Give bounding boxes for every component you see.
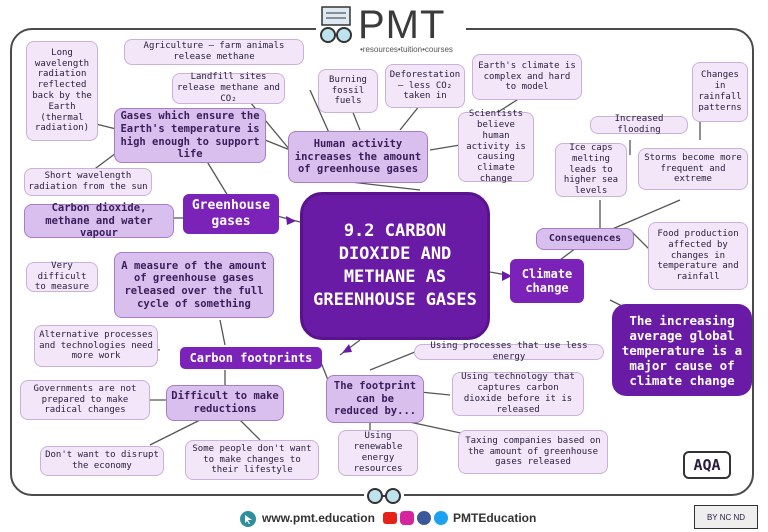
note-rainfall: Changes in rainfall patterns	[692, 62, 748, 122]
note-flooding: Increased flooding	[590, 114, 688, 135]
logo-tagline: •resources•tuition•courses	[360, 45, 453, 54]
facebook-icon[interactable]	[417, 511, 431, 525]
footer-glasses-icon	[364, 487, 404, 505]
cursor-icon	[240, 511, 256, 527]
central-topic: 9.2 CARBON DIOXIDE AND METHANE AS GREENH…	[300, 192, 490, 340]
note-lifestyle: Some people don't want to make changes t…	[185, 440, 319, 480]
note-storms: Storms become more frequent and extreme	[638, 148, 748, 190]
difficult-reductions: Difficult to make reductions	[166, 385, 284, 421]
creative-commons-license: BY NC ND	[694, 505, 758, 529]
note-long-wavelength: Long wavelength radiation reflected back…	[26, 41, 98, 141]
aqa-badge: AQA	[683, 451, 731, 479]
gases-list: Carbon dioxide, methane and water vapour	[24, 202, 174, 239]
note-deforestation: Deforestation – less CO₂ taken in	[385, 64, 465, 108]
social-handle[interactable]: PMTEducation	[453, 511, 537, 525]
note-fossil-fuels: Burning fossil fuels	[318, 69, 378, 113]
note-climate-complex: Earth's climate is complex and hard to m…	[472, 54, 582, 100]
note-capture-technology: Using technology that captures carbon di…	[452, 372, 584, 416]
footer: www.pmt.education PMTEducation	[0, 504, 768, 532]
pmt-logo: PMT •resources•tuition•courses	[316, 3, 466, 57]
note-very-difficult: Very difficult to measure	[26, 261, 98, 292]
consequences: Consequences	[536, 228, 634, 250]
logo-title: PMT	[358, 3, 446, 47]
branch-climate-change: Climate change	[510, 259, 584, 303]
note-alternative: Alternative processes and technologies n…	[34, 325, 158, 367]
note-renewable: Using renewable energy resources	[338, 430, 418, 476]
note-governments: Governments are not prepared to make rad…	[20, 380, 150, 420]
note-less-energy: Using processes that use less energy	[414, 341, 604, 362]
website-link[interactable]: www.pmt.education	[262, 511, 375, 525]
temperature-cause: The increasing average global temperatur…	[612, 304, 752, 396]
footprint-reduced: The footprint can be reduced by...	[326, 375, 424, 423]
note-ice-caps: Ice caps melting leads to higher sea lev…	[555, 143, 627, 197]
branch-greenhouse-gases: Greenhouse gases	[183, 194, 279, 234]
note-taxing: Taxing companies based on the amount of …	[458, 430, 608, 474]
note-landfill: Landfill sites release methane and CO₂	[172, 72, 285, 104]
instagram-icon[interactable]	[400, 511, 414, 525]
youtube-icon[interactable]	[383, 512, 397, 524]
logo-glasses-icon	[320, 6, 352, 43]
note-scientists: Scientists believe human activity is cau…	[458, 109, 534, 184]
twitter-icon[interactable]	[434, 511, 448, 525]
gases-ensure-temperature: Gases which ensure the Earth's temperatu…	[114, 108, 266, 163]
human-activity: Human activity increases the amount of g…	[288, 131, 428, 183]
note-disrupt-economy: Don't want to disrupt the economy	[40, 446, 164, 476]
footprint-definition: A measure of the amount of greenhouse ga…	[114, 252, 274, 318]
branch-carbon-footprints: Carbon footprints	[180, 347, 322, 369]
note-agriculture: Agriculture – farm animals release metha…	[124, 39, 304, 65]
note-short-wavelength: Short wavelength radiation from the sun	[24, 168, 152, 196]
note-food-production: Food production affected by changes in t…	[648, 222, 748, 290]
